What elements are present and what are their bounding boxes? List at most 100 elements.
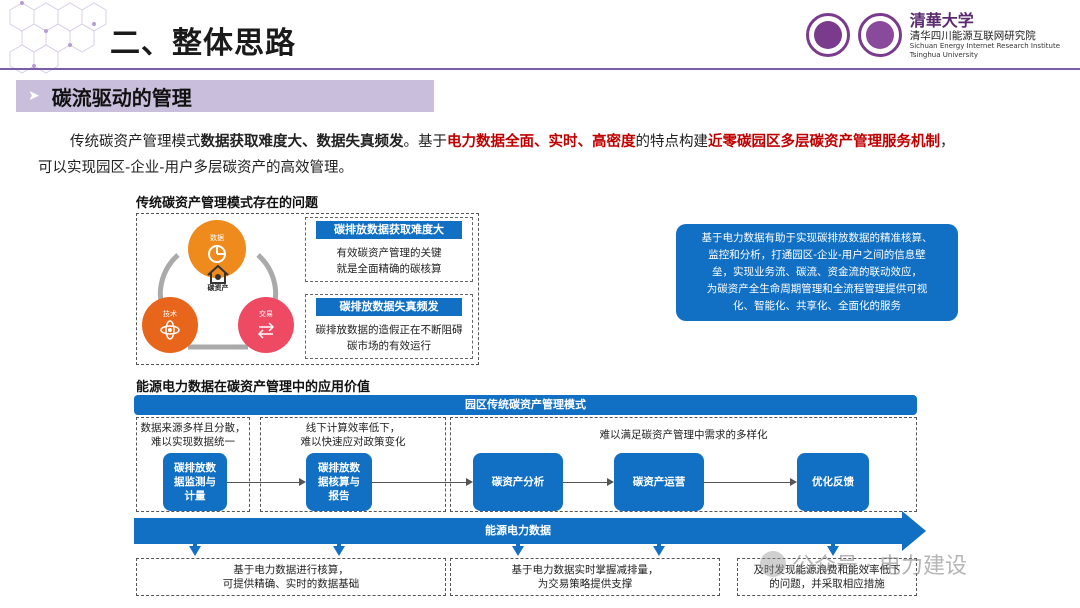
technology-label: 技术	[163, 310, 177, 318]
flow-arrow-icon	[299, 478, 306, 486]
problem-desc-1b: 就是全面精确的碳核算	[336, 263, 442, 275]
data-label: 数据	[210, 234, 224, 242]
benefit-box-3	[737, 558, 917, 596]
stage-2-l2: 据核算与	[318, 476, 360, 488]
watermark-text: 公众号 · 电力建设	[792, 554, 967, 579]
down-arrow-icon	[653, 546, 665, 556]
benefit-2-line2: 为交易策略提供支撑	[537, 578, 633, 590]
stage-1-l1: 碳排放数	[174, 462, 216, 474]
issue-box-3	[450, 417, 917, 512]
power-data-benefit-card: 基于电力数据有助于实现碳排放数据的精准核算、 监控和分析，打通园区-企业-用户之…	[676, 224, 958, 321]
problems-container	[136, 213, 479, 365]
intro-emphasis: 数据获取难度大、数据失真频发	[200, 134, 404, 150]
issue-text-1: 数据来源多样且分散， 难以实现数据统一	[136, 421, 250, 449]
header-divider	[0, 68, 1080, 70]
flow-arrow-icon	[466, 478, 473, 486]
problem-title-1: 碳排放数据获取难度大	[316, 221, 462, 239]
benefit-line: 垒，实现业务流、碳流、资金流的联动效应，	[712, 266, 922, 278]
issue-3-line1: 难以满足碳资产管理中需求的多样化	[599, 429, 768, 441]
intro-highlight: 电力数据全面、实时、高密度	[447, 134, 636, 150]
benefit-2-line1: 基于电力数据实时掌握减排量，	[511, 564, 659, 576]
flow-connector	[563, 482, 607, 483]
institute-seal-logo	[857, 13, 902, 58]
issue-text-3: 难以满足碳资产管理中需求的多样化	[450, 428, 917, 442]
stage-1-l2: 据监测与	[174, 476, 216, 488]
flow-connector	[227, 482, 299, 483]
issue-text-2: 线下计算效率低下， 难以快速应对政策变化	[260, 421, 446, 449]
intro-text: 传统碳资产管理模式	[70, 134, 201, 150]
stage-2-l1: 碳排放数	[318, 462, 360, 474]
carbon-house-icon	[207, 264, 229, 284]
section-title-bar: ➤ 碳流驱动的管理	[16, 80, 434, 112]
tsinghua-seal-logo	[805, 13, 850, 58]
flow-arrow-icon	[607, 478, 614, 486]
problems-heading: 传统碳资产管理模式存在的问题	[136, 196, 319, 211]
intro-line-2: 可以实现园区-企业-用户多层碳资产的高效管理。	[38, 160, 353, 176]
benefit-line: 为碳资产全生命周期管理和全流程管理提供可视	[706, 283, 928, 295]
carbon-asset-label: 碳资产	[207, 284, 229, 292]
institute-name-en-2: Tsinghua University	[909, 50, 979, 59]
atom-icon	[160, 320, 180, 340]
problem-title-2: 碳排放数据失真频发	[316, 298, 462, 316]
intro-highlight: 近零碳园区多层碳资产管理服务机制	[708, 134, 940, 150]
issue-box-2	[260, 417, 446, 512]
arrow-right-icon: ➤	[28, 88, 40, 104]
stage-feedback: 优化反馈	[797, 453, 869, 511]
institute-name-block: 清華大学 清华四川能源互联网研究院 Sichuan Energy Interne…	[909, 11, 1060, 59]
traditional-model-bar: 园区传统碳资产管理模式	[134, 395, 917, 415]
energy-data-bar: 能源电力数据	[134, 518, 902, 544]
down-arrow-icon	[827, 546, 839, 556]
benefit-3-line2: 的问题，并采取相应措施	[769, 578, 885, 590]
intro-text: 的特点构建	[635, 134, 709, 150]
watermark: 公众号 · 电力建设	[760, 548, 967, 580]
flow-connector	[372, 482, 466, 483]
benefit-line: 监控和分析，打通园区-企业-用户之间的信息壁	[708, 249, 926, 261]
data-circle: 数据	[188, 220, 246, 278]
issue-2-line1: 线下计算效率低下，	[305, 422, 401, 434]
intro-text: ，	[940, 134, 955, 150]
benefit-1-line1: 基于电力数据进行核算，	[233, 564, 349, 576]
stage-operation: 碳资产运营	[614, 453, 704, 511]
down-arrow-icon	[512, 546, 524, 556]
benefit-text-1: 基于电力数据进行核算， 可提供精确、实时的数据基础	[136, 563, 446, 591]
institute-name-en: Sichuan Energy Internet Research Institu…	[909, 42, 1060, 51]
benefit-line: 基于电力数据有助于实现碳排放数据的精准核算、	[701, 232, 933, 244]
issue-1-line2: 难以实现数据统一	[151, 436, 235, 448]
carbon-asset-cycle-diagram: 数据 技术 交易 碳资产	[138, 215, 298, 363]
down-arrow-icon	[333, 546, 345, 556]
institute-name-cn: 清华四川能源互联网研究院	[909, 30, 1036, 43]
benefit-1-line2: 可提供精确、实时的数据基础	[222, 578, 360, 590]
problem-card-1: 碳排放数据获取难度大 有效碳资产管理的关键 就是全面精确的碳核算	[305, 217, 473, 282]
section-title: 碳流驱动的管理	[51, 85, 192, 110]
intro-text: 。基于	[403, 134, 448, 150]
stage-2-l3: 报告	[328, 490, 350, 502]
benefit-text-2: 基于电力数据实时掌握减排量， 为交易策略提供支撑	[450, 563, 720, 591]
issue-1-line1: 数据来源多样且分散，	[140, 422, 246, 434]
benefit-text-3: 及时发现能源浪费和能效率低下 的问题，并采取相应措施	[737, 563, 917, 591]
energy-bar-arrow-icon	[902, 511, 926, 551]
down-arrow-icon	[189, 546, 201, 556]
benefit-3-line1: 及时发现能源浪费和能效率低下	[753, 564, 901, 576]
exchange-arrows-icon	[257, 322, 275, 339]
tsinghua-calligraphy: 清華大学	[909, 11, 974, 30]
page-title: 二、整体思路	[110, 26, 296, 61]
stage-accounting: 碳排放数据核算与报告	[306, 453, 372, 511]
benefit-line: 化、智能化、共享化、全面化的服务	[733, 300, 901, 312]
problem-desc-2b: 碳市场的有效运行	[347, 340, 431, 352]
flow-arrow-icon	[790, 478, 797, 486]
issue-box-1	[136, 417, 250, 512]
trading-circle: 交易	[238, 297, 294, 353]
pie-chart-icon	[208, 245, 226, 263]
problem-desc-1a: 有效碳资产管理的关键	[336, 247, 442, 259]
flow-connector	[704, 482, 790, 483]
benefit-box-1	[136, 558, 446, 596]
trading-label: 交易	[259, 310, 273, 318]
problem-desc-2a: 碳排放数据的造假正在不断阻碍	[315, 324, 463, 336]
issue-2-line2: 难以快速应对政策变化	[300, 436, 406, 448]
benefit-box-2	[450, 558, 720, 596]
problem-card-2: 碳排放数据失真频发 碳排放数据的造假正在不断阻碍 碳市场的有效运行	[305, 294, 473, 359]
institute-logos: 清華大学 清华四川能源互联网研究院 Sichuan Energy Interne…	[805, 11, 1060, 59]
stage-1-l3: 计量	[184, 490, 206, 502]
hexagon-pattern-decoration	[9, 1, 107, 74]
